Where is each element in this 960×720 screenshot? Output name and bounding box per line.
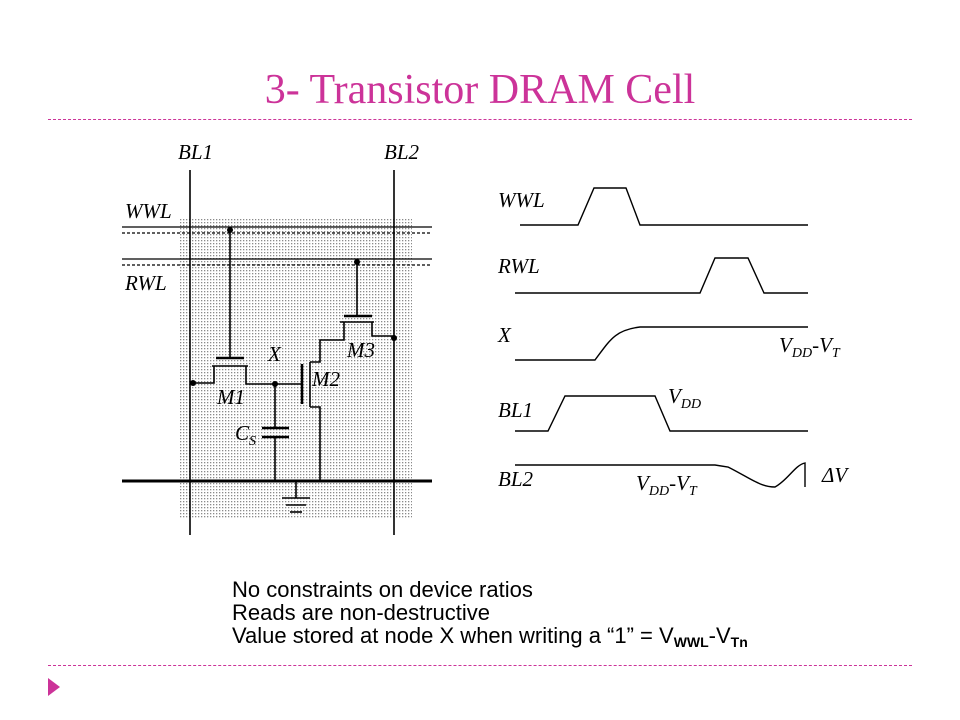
wave-label-x: X bbox=[497, 323, 512, 347]
waveform-bl1 bbox=[515, 395, 808, 432]
label-bl1: BL1 bbox=[178, 140, 213, 164]
label-m2: M2 bbox=[311, 367, 340, 391]
bottom-divider bbox=[48, 665, 912, 666]
waveform-x bbox=[515, 326, 808, 361]
notes-list: No constraints on device ratios Reads ar… bbox=[232, 578, 748, 654]
wave-label-wwl: WWL bbox=[498, 188, 545, 212]
label-wwl: WWL bbox=[125, 199, 172, 223]
wave-label-bl1: BL1 bbox=[498, 398, 533, 422]
note-line-1: No constraints on device ratios bbox=[232, 577, 533, 602]
slide-title: 3- Transistor DRAM Cell bbox=[264, 67, 696, 113]
cell-area bbox=[180, 218, 412, 518]
ground-symbol bbox=[282, 481, 310, 513]
level-vdd-vt-bl2: VDD-VT bbox=[636, 471, 698, 499]
transistor-m2 bbox=[300, 322, 345, 481]
storage-capacitor bbox=[262, 384, 289, 481]
note-line-2: Reads are non-destructive bbox=[232, 600, 491, 625]
waveform-wwl bbox=[520, 187, 808, 226]
label-m1: M1 bbox=[216, 385, 245, 409]
top-divider bbox=[48, 119, 912, 120]
level-vdd-vt-x: VDD-VT bbox=[779, 333, 841, 361]
label-bl2: BL2 bbox=[384, 140, 420, 164]
waveform-rwl bbox=[515, 257, 808, 294]
schematic: BL1 BL2 WWL RWL M1 M2 M3 X CS bbox=[122, 140, 432, 535]
waveform-bl2 bbox=[515, 462, 806, 488]
level-vdd-bl1: VDD bbox=[668, 384, 701, 412]
bullet-arrow-icon bbox=[48, 678, 60, 696]
transistor-m1 bbox=[190, 230, 302, 385]
label-m3: M3 bbox=[346, 338, 375, 362]
wave-label-rwl: RWL bbox=[497, 254, 540, 278]
note-line-3: Value stored at node X when writing a “1… bbox=[232, 623, 748, 650]
timing-waveforms bbox=[515, 187, 808, 488]
wordline-wwl bbox=[122, 226, 432, 234]
label-node-x: X bbox=[267, 342, 282, 366]
label-rwl: RWL bbox=[124, 271, 167, 295]
label-cs: CS bbox=[235, 421, 256, 449]
transistor-m3 bbox=[340, 262, 394, 337]
label-delta-v: ΔV bbox=[821, 463, 849, 487]
wave-label-bl2: BL2 bbox=[498, 467, 534, 491]
wordline-rwl bbox=[122, 258, 432, 266]
